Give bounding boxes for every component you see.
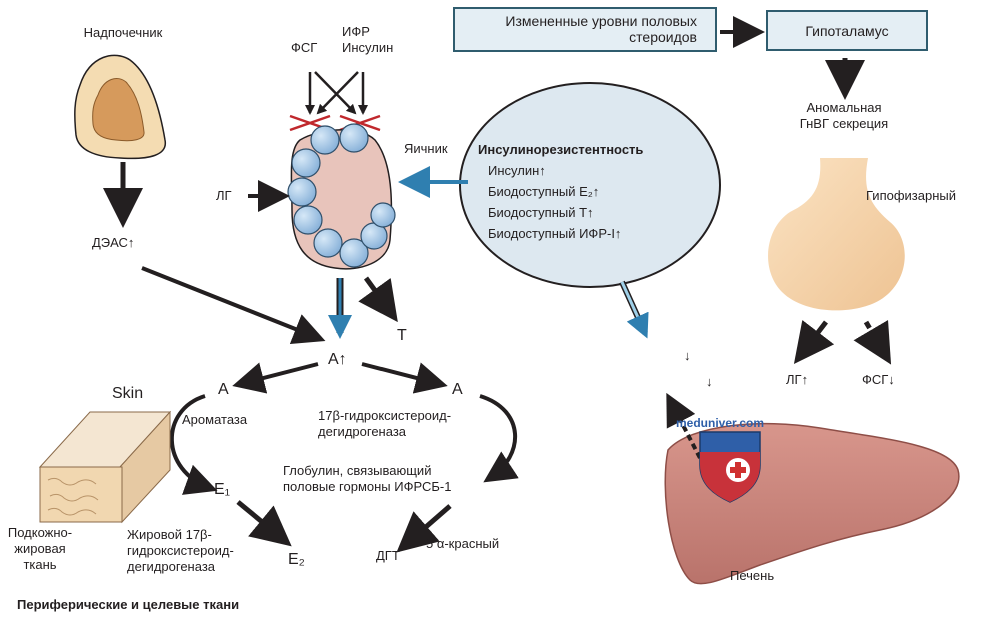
ir-item-e2: Биодоступный E₂↑ xyxy=(488,184,600,199)
subcutaneous-label: Подкожно- жировая ткань xyxy=(7,525,73,572)
fsh-down-label: ФСГ↓ xyxy=(862,372,895,387)
skin-label: Skin xyxy=(112,385,144,402)
shbg-label: Глобулин, связывающий половые гормоны ИФ… xyxy=(283,463,452,494)
ovary xyxy=(287,123,396,270)
dht-label: ДГТ xyxy=(376,548,400,563)
aromatase-label: Ароматаза xyxy=(182,412,248,427)
a-to-right-arrow xyxy=(361,362,448,394)
a-center-label: A↑ xyxy=(328,351,347,368)
igf-insulin-label: ИФР Инсулин xyxy=(342,24,394,55)
ovary-to-t-arrow xyxy=(358,276,398,323)
t-center-label: T xyxy=(397,327,407,344)
ir-item-igf: Биодоступный ИФР-I↑ xyxy=(488,226,622,241)
lh-left-label: ЛГ xyxy=(216,188,232,203)
liver-upward-dashed-arrow xyxy=(666,392,702,459)
liver-label: Печень xyxy=(730,568,775,583)
dheas-label: ДЭАС↑ xyxy=(92,235,135,250)
gnrh-label: Аномальная ГнВГ секреция xyxy=(799,100,889,131)
fsh-top-label: ФСГ xyxy=(291,40,318,55)
peripheral-tissues-title: Периферические и целевые ткани xyxy=(17,597,240,612)
fat-hsd-label: Жировой 17β- гидроксистероид- дегидроген… xyxy=(127,527,234,574)
dheas-to-a-arrow xyxy=(141,266,326,344)
hypothalamus-box: Гипоталамус xyxy=(766,10,928,51)
aromatase-curve-arrow xyxy=(169,394,218,495)
a-to-left-arrow xyxy=(232,362,319,394)
ir-item-t: Биодоступный T↑ xyxy=(488,205,594,220)
to-dht-arrow xyxy=(396,504,452,553)
a-right-label: A xyxy=(452,381,463,398)
e1-to-e2-arrow xyxy=(236,500,292,547)
insulin-resistance-bubble xyxy=(459,82,721,288)
e1-label: E₁ xyxy=(214,481,231,498)
watermark-label: meduniver.com xyxy=(676,416,765,430)
adrenal-gland xyxy=(74,54,166,160)
pituitary-gland xyxy=(768,158,905,311)
hormone-input-arrows xyxy=(305,71,368,115)
insulin-resistance-title: Инсулинорезистентность xyxy=(478,142,644,157)
pituitary-to-fsh-arrow xyxy=(853,320,892,365)
lh-up-label: ЛГ↑ xyxy=(786,372,809,387)
bubble-to-liver-arrow xyxy=(619,280,649,339)
ir-item-insulin: Инсулин↑ xyxy=(488,163,546,178)
down-arrow-glyph-2: ↓ xyxy=(706,374,713,389)
hsd-curve-arrow xyxy=(479,394,519,483)
meduniver-shield-logo xyxy=(699,431,761,503)
five-alpha-label: 5 α-красный xyxy=(426,536,500,551)
hsd17-label: 17β-гидроксистероид- дегидрогеназа xyxy=(318,408,452,439)
e2-label: E₂ xyxy=(288,551,305,568)
receptor-block-marks xyxy=(289,114,381,132)
down-arrow-glyph-1: ↓ xyxy=(684,348,691,363)
steroids-box: Измененные уровни половых стероидов xyxy=(453,7,717,52)
pituitary-label: Гипофизарный xyxy=(866,188,957,203)
ovary-label: Яичник xyxy=(404,141,448,156)
a-left-label: A xyxy=(218,381,229,398)
skin-tissue-block xyxy=(38,410,172,524)
pituitary-to-lh-arrow xyxy=(793,320,835,364)
adrenal-label: Надпочечник xyxy=(83,25,163,40)
